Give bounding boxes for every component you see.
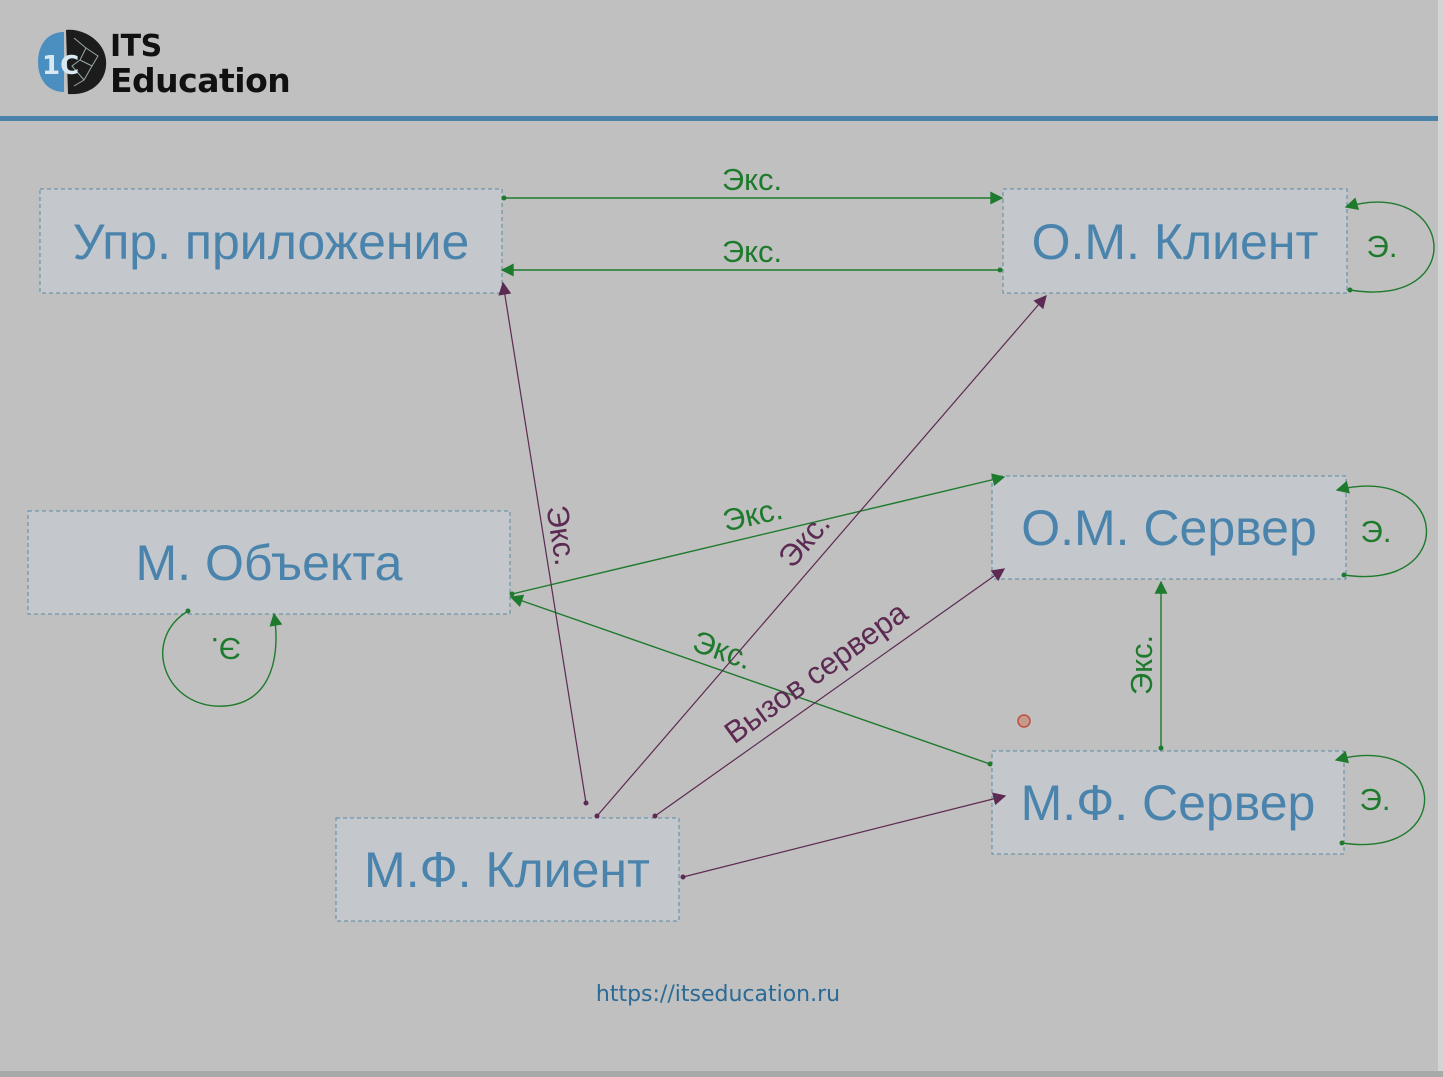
node-form-client: М.Ф. Клиент: [335, 817, 680, 922]
edge-omclient-self: Э.: [1344, 197, 1435, 293]
edge-formclient-to-formserver: [680, 792, 1007, 880]
header-divider: [0, 116, 1440, 121]
its-education-logo-icon: 1C: [38, 29, 107, 95]
edge-label-export: Экс.: [722, 234, 782, 269]
edge-label-self-export: Э.: [1361, 514, 1392, 549]
brand-name-line1: ITS: [110, 29, 162, 64]
node-object-module-label: М. Объекта: [136, 535, 403, 591]
node-om-server: О.М. Сервер: [991, 475, 1347, 580]
edge-label-self-export: Э.: [1360, 782, 1391, 817]
edge-label-export: Экс.: [1124, 635, 1159, 695]
edge-formclient-to-omclient: Экс.: [594, 295, 1047, 819]
edge-omclient-to-app: Экс.: [500, 234, 1003, 277]
edge-omserver-self: Э.: [1335, 480, 1428, 578]
node-om-client-label: О.М. Клиент: [1032, 214, 1319, 270]
edge-formserver-to-omserver: Экс.: [1124, 580, 1168, 751]
edge-formserver-self: Э.: [1334, 750, 1426, 846]
edge-label-export: Экс.: [688, 624, 756, 677]
edge-label-export: Экс.: [722, 162, 782, 197]
node-form-server-label: М.Ф. Сервер: [1021, 775, 1316, 831]
footer-url[interactable]: https://itseducation.ru: [595, 982, 841, 1007]
slide-bottom-edge: [0, 1071, 1443, 1077]
node-om-client: О.М. Клиент: [1002, 188, 1348, 294]
node-form-server: М.Ф. Сервер: [991, 750, 1345, 855]
edge-object-self: Э.: [162, 608, 283, 707]
edge-label-export: Экс.: [539, 503, 583, 568]
node-managed-app-label: Упр. приложение: [73, 214, 470, 270]
edge-app-to-omclient: Экс.: [501, 162, 1004, 205]
node-om-server-label: О.М. Сервер: [1021, 500, 1317, 556]
edge-object-to-omserver: Экс.: [509, 473, 1006, 597]
svg-text:1C: 1C: [42, 51, 79, 81]
edge-formserver-to-object: Экс.: [509, 594, 993, 767]
brand-name-line2: Education: [110, 61, 291, 100]
edge-label-self-export: Э.: [1367, 229, 1398, 264]
pointer-marker: [1017, 714, 1031, 728]
node-managed-app: Упр. приложение: [39, 188, 503, 294]
node-form-client-label: М.Ф. Клиент: [364, 842, 650, 898]
slide-edge: [1438, 0, 1443, 1077]
node-object-module: М. Объекта: [27, 510, 511, 615]
edge-label-self-export: Э.: [211, 631, 242, 666]
edge-formclient-to-omserver: Вызов сервера: [652, 568, 1006, 819]
header: 1C ITS Education: [0, 0, 1443, 121]
edge-formclient-to-app: Экс.: [498, 281, 589, 806]
